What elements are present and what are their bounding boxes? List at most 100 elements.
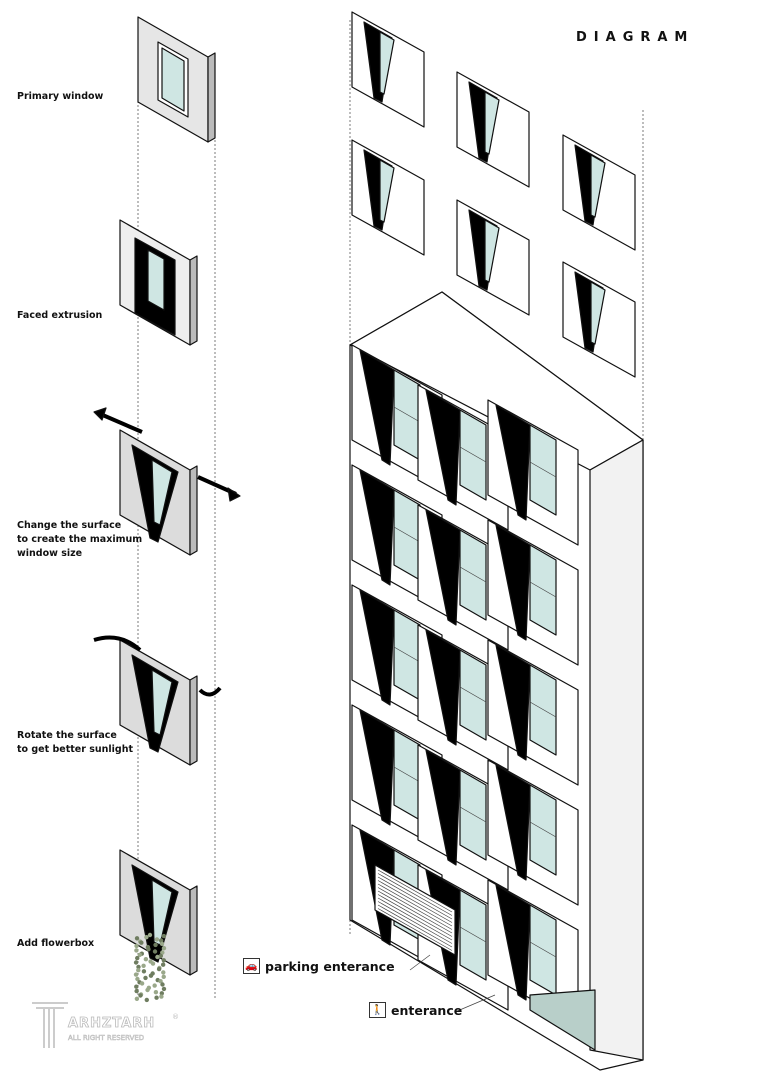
flowerbox-plant: [150, 961, 156, 966]
facade-void: [495, 884, 531, 1001]
watermark-logo: ARHZTARH ® ALL RIGHT RESERVED: [30, 1000, 180, 1050]
parking-leader: [409, 954, 431, 971]
flowerbox-plant: [143, 957, 149, 962]
flowerbox-plant: [160, 962, 166, 967]
flowerbox-plant: [161, 958, 166, 963]
module-side: [207, 52, 216, 143]
flowerbox-plant: [133, 960, 139, 965]
module-side: [189, 255, 198, 346]
facade-window: [529, 424, 557, 516]
flowerbox-plant: [156, 966, 162, 972]
flowerbox-plant: [154, 937, 160, 942]
parking-entrance-callout: 🚗 parking enterance: [243, 958, 395, 974]
window-mullion: [459, 686, 487, 703]
flowerbox-plant: [139, 940, 144, 945]
flowerbox-plant: [135, 976, 140, 982]
flowerbox-plant: [160, 982, 165, 987]
window-mullion: [529, 461, 557, 478]
step-label-primary-window: Primary window: [17, 91, 104, 102]
window-glass: [151, 669, 173, 736]
window-mullion: [393, 766, 421, 783]
facade-window: [529, 784, 557, 876]
pedestrian-icon: 🚶: [369, 1002, 386, 1018]
parking-gate-slat: [377, 880, 453, 923]
window-glass: [151, 879, 173, 946]
parking-gate-slat: [377, 890, 453, 934]
flowerbox-plant: [136, 964, 141, 970]
parking-gate-slat: [377, 873, 453, 916]
flowerbox-plant: [153, 990, 159, 995]
logo-tagline: ALL RIGHT RESERVED: [68, 1034, 145, 1043]
facade-window: [393, 609, 421, 701]
parking-gate-slat: [377, 883, 453, 927]
flowerbox-plant: [144, 935, 149, 940]
facade-void: [425, 749, 461, 866]
window-glass: [147, 249, 165, 311]
parking-gate-slat: [377, 904, 453, 948]
facade-void: [359, 469, 395, 586]
module-glass: [590, 154, 606, 218]
flowerbox-plant: [134, 988, 139, 994]
window-mullion: [529, 701, 557, 718]
parking-gate-slat: [377, 894, 453, 937]
flowerbox-plant: [161, 974, 166, 979]
module-glass: [590, 281, 606, 345]
flowerbox-plant: [159, 941, 165, 946]
entrance-leader: [454, 994, 496, 1013]
flowerbox-plant: [134, 943, 139, 949]
flowerbox-plant: [147, 932, 153, 938]
flowerbox-plant: [134, 948, 139, 953]
flowerbox-plant: [161, 970, 166, 975]
flowerbox-plant: [154, 995, 159, 1000]
car-icon: 🚗: [243, 958, 260, 974]
facade-void: [425, 389, 461, 506]
flowerbox-plant: [155, 954, 160, 960]
facade-void: [495, 764, 531, 881]
window-mullion: [459, 926, 487, 943]
entrance-glazing: [529, 989, 596, 1051]
facade-void: [495, 404, 531, 521]
flowerbox-plant: [135, 955, 140, 961]
flowerbox-plant: [158, 953, 164, 959]
window-mullion: [529, 941, 557, 958]
facade-window: [459, 769, 487, 861]
window-glass: [151, 459, 173, 526]
logo-name: ARHZTARH: [68, 1016, 156, 1032]
window-mullion: [529, 581, 557, 598]
window-mullion: [393, 646, 421, 663]
flowerbox-plant: [152, 983, 157, 988]
window-mullion: [393, 406, 421, 423]
window-mullion: [459, 446, 487, 463]
flowerbox-plant: [145, 987, 150, 993]
flowerbox-plant: [136, 968, 141, 973]
parking-entrance-label: parking enterance: [265, 958, 395, 974]
parking-gate-slat: [377, 901, 453, 944]
facade-void: [359, 349, 395, 466]
facade-window: [529, 544, 557, 636]
flowerbox-plant: [134, 984, 139, 989]
arrowhead: [227, 487, 241, 502]
window-glass: [161, 47, 185, 112]
parking-gate-slat: [377, 869, 453, 913]
module-side: [189, 885, 198, 976]
flowerbox-plant: [160, 950, 165, 955]
flowerbox-plant: [141, 963, 146, 968]
parking-gate-slat: [377, 876, 453, 920]
facade-window: [393, 729, 421, 821]
module-glass: [484, 219, 500, 283]
entrance-label: enterance: [391, 1002, 463, 1018]
arrowhead: [93, 407, 107, 421]
module-side: [189, 675, 198, 766]
parking-gate-slat: [377, 908, 453, 951]
facade-void: [495, 644, 531, 761]
facade-void: [425, 629, 461, 746]
flowerbox-plant: [158, 938, 164, 943]
flowerbox-plant: [146, 947, 151, 952]
logo-registered-mark: ®: [172, 1013, 179, 1021]
module-side: [189, 465, 198, 556]
facade-window: [459, 649, 487, 741]
flowerbox-plant: [134, 936, 140, 941]
flowerbox-plant: [159, 991, 165, 996]
